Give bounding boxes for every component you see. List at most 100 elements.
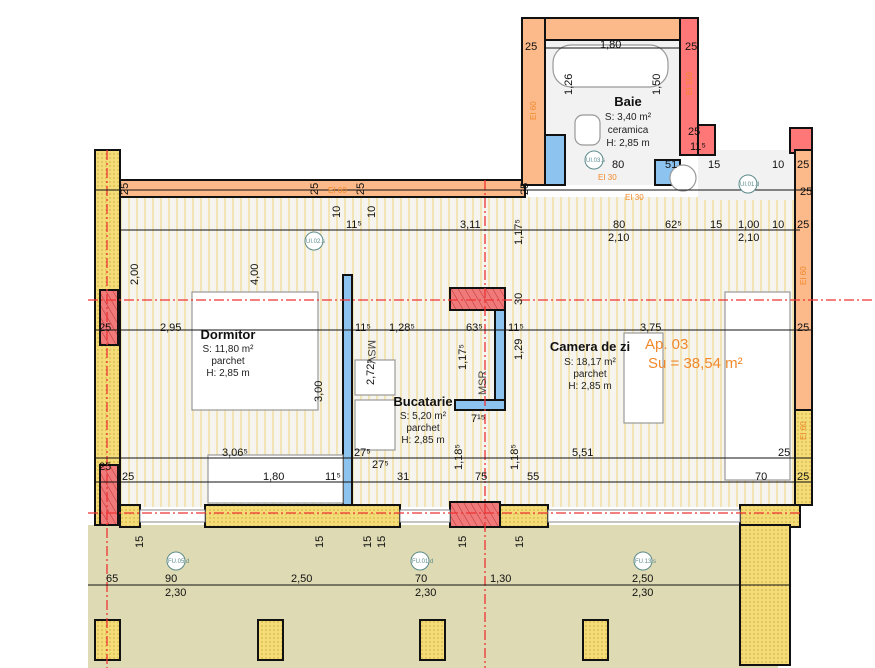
- room-height: H: 2,85 m: [401, 435, 444, 446]
- dimension-label: 2,30: [632, 587, 653, 599]
- dimension-label: 25: [797, 159, 809, 171]
- stove: [354, 399, 396, 451]
- dimension-label: 3,11: [460, 219, 481, 231]
- dimension-label: 3,00: [313, 381, 325, 402]
- dimension-label: 15: [362, 536, 374, 548]
- dimension-label: 2,72⁵: [365, 359, 377, 385]
- room-name: Dormitor: [201, 327, 256, 342]
- dimension-label: 15: [314, 536, 326, 548]
- dimension-label: 3,06⁵: [222, 447, 248, 459]
- dimension-label: 2,30: [415, 587, 436, 599]
- apartment-label: Ap. 03: [645, 336, 688, 353]
- dimension-label: 1,80: [263, 471, 284, 483]
- room-baie: Baie S: 3,40 m² ceramica H: 2,85 m: [605, 94, 652, 149]
- dimension-label: 25: [797, 471, 809, 483]
- dimension-label: 7¹⁵: [471, 413, 485, 425]
- dimension-label: 1,30: [490, 573, 511, 585]
- dimension-label: 11⁵: [690, 141, 706, 153]
- door-tag: FU.01.d: [412, 559, 433, 565]
- dimension-label: 2,10: [608, 232, 629, 244]
- dimension-label: 11⁵: [325, 471, 341, 483]
- fire-rating-label: EI 30: [598, 173, 617, 182]
- dimension-label: 10: [331, 206, 343, 218]
- dimension-label: 25: [309, 183, 321, 195]
- dimension-label: 25: [99, 322, 111, 334]
- dimension-label: 25: [99, 461, 111, 473]
- dimension-label: 25: [797, 219, 809, 231]
- fire-rating-label: EI 60: [799, 421, 808, 440]
- door-tag-icon: [633, 551, 653, 571]
- room-floor: parchet: [573, 369, 607, 380]
- door-tag: FU.13.s: [635, 559, 656, 565]
- fire-rating-label: EI 150: [685, 71, 694, 95]
- table: [623, 332, 664, 424]
- room-height: H: 2,85 m: [606, 138, 649, 149]
- dimension-label: 51: [665, 159, 677, 171]
- wardrobe: [207, 454, 344, 504]
- dimension-label: 1,17⁵: [513, 219, 525, 245]
- dimension-label: 15: [457, 536, 469, 548]
- dimension-label: 2,50: [632, 573, 653, 585]
- dimension-label: 27⁵: [354, 447, 371, 459]
- dimension-label: 5,51: [572, 447, 593, 459]
- room-height: H: 2,85 m: [206, 368, 249, 379]
- dimension-label: 2,30: [165, 587, 186, 599]
- dimension-label: 1,29: [513, 339, 525, 360]
- room-bucatarie: Bucatarie S: 5,20 m² parchet H: 2,85 m: [393, 394, 452, 446]
- dimension-label: 25: [685, 41, 697, 53]
- dimension-label: 15: [514, 536, 526, 548]
- dimension-label: 1,18⁵: [509, 444, 521, 470]
- dimension-label: 10: [366, 206, 378, 218]
- door-tag-icon: [304, 231, 324, 251]
- door-tag: FU.05.d: [168, 559, 189, 565]
- dimension-label: 1,00: [738, 219, 759, 231]
- dimension-label: 25: [688, 126, 700, 138]
- dimension-label: 15: [376, 536, 388, 548]
- dimension-label: 31: [397, 471, 409, 483]
- dimension-label: 65: [106, 573, 118, 585]
- dimension-label: 25: [797, 322, 809, 334]
- toilet: [574, 114, 601, 146]
- dimension-label: 10: [772, 219, 784, 231]
- dimension-label: 4,00: [249, 264, 261, 285]
- dimension-label: 11⁵: [355, 322, 371, 334]
- dimension-label: 25: [519, 183, 531, 195]
- dimension-label: 2,10: [738, 232, 759, 244]
- door-tag-icon: [738, 174, 758, 194]
- room-area: S: 18,17 m²: [564, 357, 616, 368]
- room-height: H: 2,85 m: [568, 381, 611, 392]
- door-tag-icon: [166, 551, 186, 571]
- dimension-label: 25: [525, 41, 537, 53]
- dimension-label: 1,17⁵: [457, 344, 469, 370]
- kitchen-sink: [354, 359, 396, 396]
- dimension-label: 27⁵: [372, 459, 389, 471]
- fire-rating-label: EI 30: [625, 193, 644, 202]
- fire-rating-label: EI 60: [529, 101, 538, 120]
- room-floor: parchet: [211, 356, 245, 367]
- dimension-label: 63⁵: [466, 322, 483, 334]
- dimension-label: 1,28⁵: [389, 322, 415, 334]
- room-name: Camera de zi: [550, 339, 630, 354]
- room-area: S: 5,20 m²: [400, 411, 447, 422]
- dimension-label: 1,80: [600, 39, 621, 51]
- dimension-label: 55: [527, 471, 539, 483]
- dimension-label: 15: [708, 159, 720, 171]
- dimension-label: 70: [415, 573, 427, 585]
- dimension-label: 1,18⁵: [453, 444, 465, 470]
- shaft-label-msv: MSV: [365, 340, 377, 365]
- furniture: [191, 44, 791, 504]
- dimension-label: 2,95: [160, 322, 181, 334]
- fire-rating-label: EI 60: [799, 266, 808, 285]
- room-dormitor: Dormitor S: 11,80 m² parchet H: 2,85 m: [201, 327, 256, 379]
- bed: [191, 291, 319, 411]
- dimension-label: 25: [119, 183, 131, 195]
- dimension-label: 1,26: [563, 74, 575, 95]
- dimension-label: 30: [513, 293, 525, 305]
- fire-rating-label: EI 60: [328, 186, 347, 195]
- dimension-label: 25: [355, 183, 367, 195]
- room-floor: ceramica: [608, 125, 649, 136]
- dimension-lines: [88, 47, 812, 586]
- room-floor: parchet: [406, 423, 440, 434]
